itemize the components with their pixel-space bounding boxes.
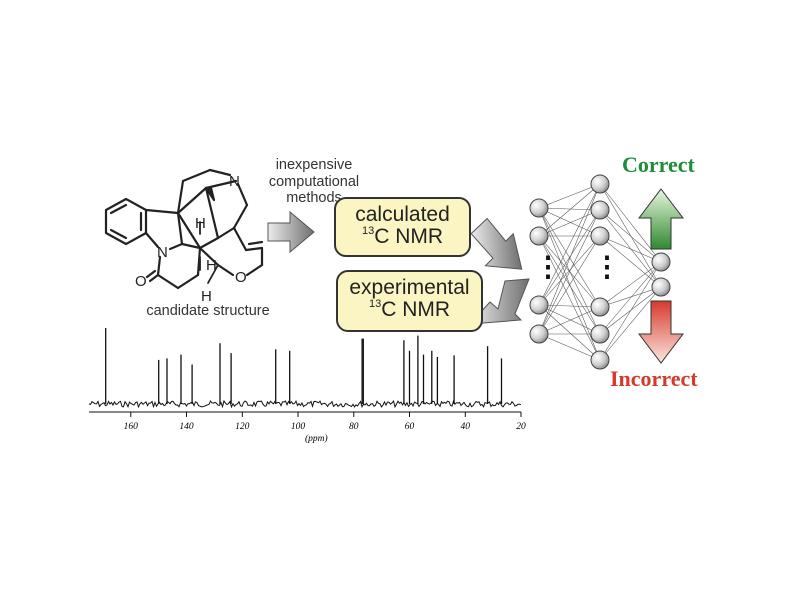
network-edge [538,235,601,335]
spectrum-tick-label: 120 [235,422,250,432]
network-node [651,277,671,297]
experimental-label: experimental [349,276,470,299]
network-edge [538,235,601,361]
network-edge [538,306,601,335]
spectrum-tick-label: 40 [461,422,471,432]
network-edge [538,235,601,306]
network-edge [599,286,662,308]
spectrum-axis-unit: (ppm) [305,433,328,444]
atom-o-carbonyl: O [135,273,147,290]
spectrum-baseline [88,399,522,409]
network-node [529,295,549,315]
correct-arrow [637,188,685,250]
methods-line-3: methods [286,190,342,207]
arrow-experimental-to-network [468,278,530,325]
correct-label: Correct [622,152,695,177]
experimental-nmr-label: 13C NMR [338,298,481,322]
network-node [529,324,549,344]
atom-h-upper: H [195,215,206,232]
network-node [590,324,610,344]
atom-n-amide: N [157,244,168,261]
atom-h-lower: H [206,257,217,274]
exp-isotope-superscript: 13 [368,298,382,311]
molecule-structure [104,168,264,290]
network-node [529,198,549,218]
network-edge [538,183,601,237]
network-edges [538,183,662,361]
input-layer-ellipsis: ⋮ [534,251,562,282]
spectrum-tick-label: 100 [291,422,306,432]
network-edge [538,183,601,335]
network-edge [599,286,662,361]
methods-caption: inexpensive computational methods [255,157,373,207]
calculated-nmr-box: calculated 13C NMR [334,197,471,257]
spectrum-peaks [105,328,503,404]
network-edge [599,261,662,361]
spectrum-x-ticks: 160 140 120 100 80 60 40 20 [124,412,526,432]
spectrum-tick-label: 80 [349,422,359,432]
calculated-label: calculated [355,203,450,226]
network-node [590,200,610,220]
network-node [590,350,610,370]
methods-line-2: computational [268,173,360,190]
nmr-spectrum: 160 140 120 100 80 60 40 20 (ppm) [88,328,526,444]
network-edge [538,304,601,308]
hidden-layer-ellipsis: ⋮ [593,251,621,282]
network-node [651,252,671,272]
network-edge [538,209,601,335]
incorrect-arrow [637,300,685,364]
network-edge [538,209,601,306]
candidate-structure-label: candidate structure [146,303,270,319]
methods-line-1: inexpensive [275,157,353,173]
molecule-atom-labels: N N O O H H H [135,173,247,305]
network-edge [538,304,601,335]
network-node [529,226,549,246]
network-edge [599,235,662,263]
network-edge [538,304,601,361]
atom-h-bottom: H [201,288,212,305]
network-edge [599,261,662,335]
incorrect-label: Incorrect [610,366,698,391]
experimental-nmr-box: experimental 13C NMR [336,270,483,332]
spectrum-tick-label: 140 [179,422,194,432]
network-edge [538,183,601,306]
spectrum-tick-label: 160 [124,422,139,432]
network-edge [538,183,601,209]
network-edge [538,207,601,237]
arrow-methods-to-calculated [267,210,315,254]
atom-o-ether: O [235,269,247,286]
neural-network [529,174,671,370]
network-node [590,174,610,194]
network-edge [538,333,601,361]
network-edge [538,207,601,361]
network-edge [538,207,601,335]
network-node [590,297,610,317]
calc-nmr-text: C NMR [374,225,444,249]
network-edge [599,209,662,263]
atom-n-amine: N [229,173,240,190]
exp-nmr-text: C NMR [381,298,451,322]
spectrum-tick-label: 20 [516,422,526,432]
calc-isotope-superscript: 13 [361,225,375,238]
spectrum-tick-label: 60 [405,422,415,432]
network-edge [538,209,601,237]
network-edge [599,261,662,308]
network-node [590,226,610,246]
arrow-calculated-to-network [470,217,523,270]
calculated-nmr-label: 13C NMR [336,225,469,249]
